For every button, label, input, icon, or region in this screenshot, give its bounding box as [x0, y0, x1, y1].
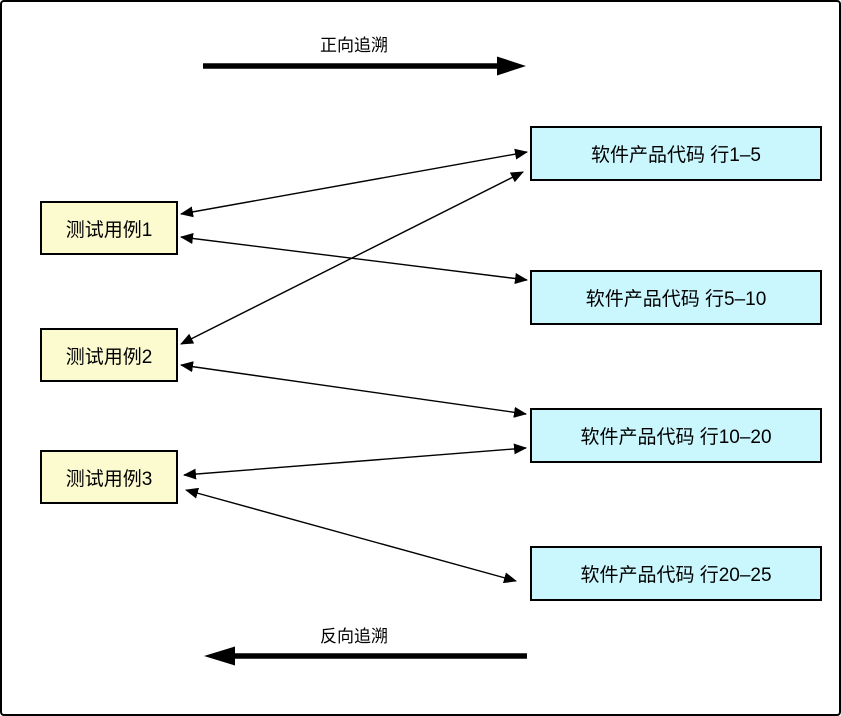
forward-trace-label: 正向追溯 — [320, 36, 388, 55]
forward-trace-arrow — [203, 56, 526, 76]
node-code-lines-1-5: 软件产品代码 行1–5 — [530, 126, 822, 181]
connector-tc2-code-1-5 — [180, 171, 524, 345]
connector-tc2-code-10-20 — [180, 361, 527, 418]
connector-tc1-code-1-5 — [180, 148, 528, 218]
node-test-case-3: 测试用例3 — [40, 450, 178, 504]
node-test-case-2: 测试用例2 — [40, 328, 178, 382]
node-test-case-1: 测试用例1 — [40, 201, 178, 255]
node-code-lines-5-10: 软件产品代码 行5–10 — [530, 270, 822, 325]
node-code-lines-10-20: 软件产品代码 行10–20 — [530, 408, 822, 463]
connector-tc3-code-10-20 — [183, 443, 527, 480]
connector-tc3-code-20-25 — [185, 487, 517, 584]
connector-tc1-code-5-10 — [180, 233, 528, 284]
backward-trace-label: 反向追溯 — [320, 627, 388, 646]
backward-trace-arrow — [204, 646, 527, 666]
node-code-lines-20-25: 软件产品代码 行20–25 — [530, 546, 822, 601]
